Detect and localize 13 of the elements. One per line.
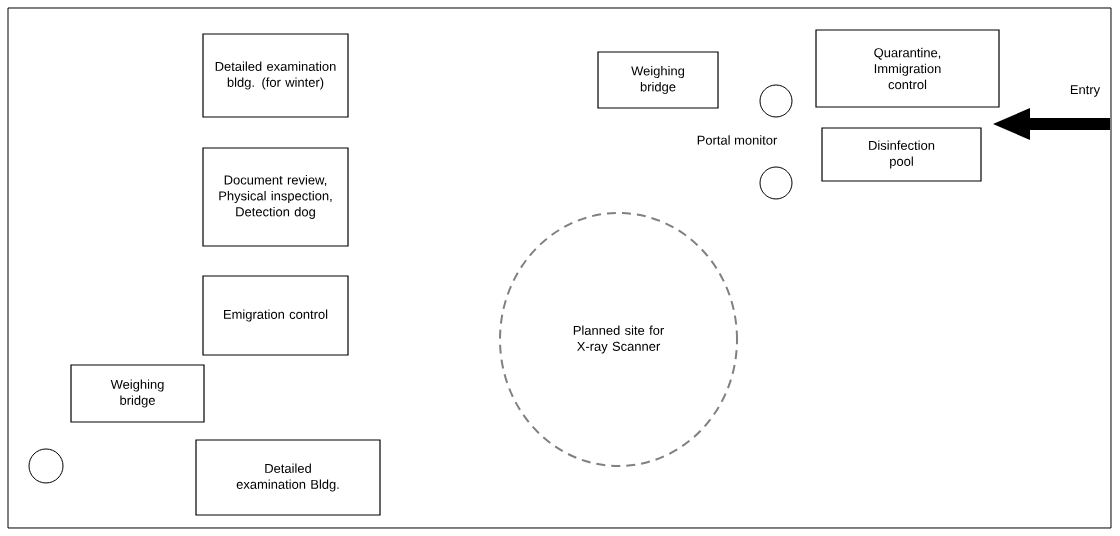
- facility-box: Detailed examination Bldg.: [195, 439, 381, 516]
- portal-monitor-circle: [28, 448, 64, 484]
- facility-box: Quarantine, Immigration control: [815, 29, 1000, 108]
- facility-box: Weighing bridge: [597, 51, 719, 109]
- facility-box: Detailed examination bldg. (for winter): [202, 33, 349, 118]
- portal-monitor-label: Portal monitor: [697, 135, 778, 145]
- entry-label: Entry: [1070, 85, 1101, 97]
- facility-box: Disinfection pool: [821, 127, 982, 182]
- facility-box: Emigration control: [202, 275, 349, 356]
- facility-box: Weighing bridge: [70, 364, 205, 423]
- portal-monitor-circle: [759, 84, 793, 118]
- facility-box: Document review, Physical inspection, Detection dog: [202, 147, 349, 247]
- portal-monitor-circle: [759, 166, 793, 200]
